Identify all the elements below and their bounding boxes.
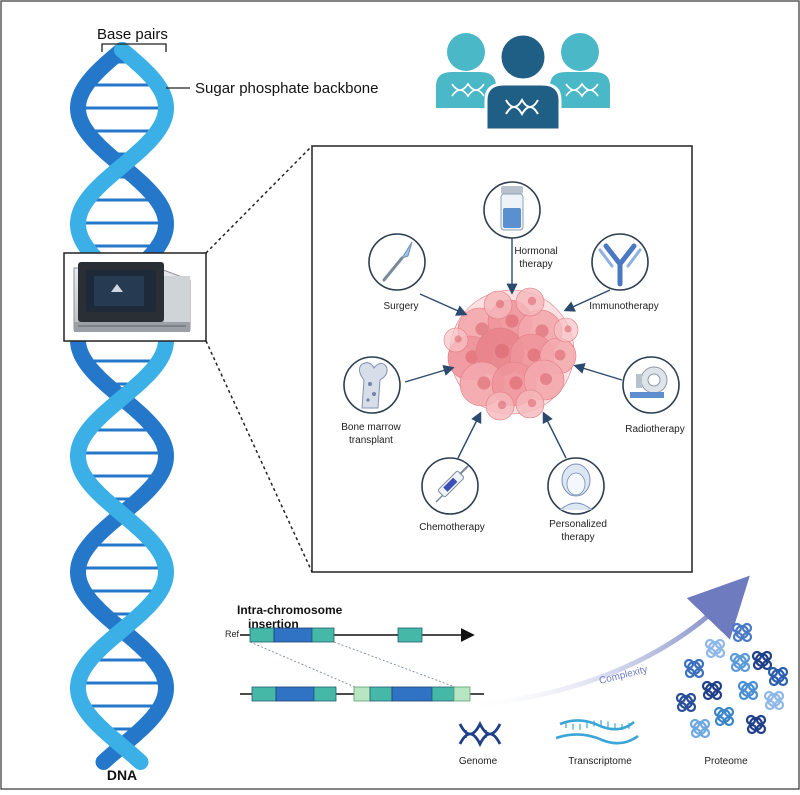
protein-loop: [685, 701, 697, 713]
radiotherapy-machine-icon: [622, 356, 680, 414]
tumor-cell-nucleus: [527, 296, 537, 306]
hormonal-therapy-label-line1: Hormonal: [514, 246, 557, 257]
protein-blob: [763, 690, 785, 711]
protein-blob: [729, 652, 751, 673]
protein-blob: [683, 658, 705, 679]
backbone-label: Sugar phosphate backbone: [195, 80, 378, 97]
tumor-cell-nucleus: [527, 398, 537, 408]
surgery-scalpel-icon: [368, 233, 426, 291]
protein-blob: [731, 622, 753, 643]
surgery-label: Surgery: [383, 301, 418, 312]
protein-blob: [751, 650, 773, 671]
protein-blob: [701, 680, 723, 701]
protein-loop: [699, 727, 711, 739]
tumor-cell-nucleus: [494, 343, 510, 359]
zoom-line-top: [205, 145, 313, 254]
protein-blob: [745, 714, 767, 735]
proteome-protein-cluster-icon: [675, 622, 789, 739]
protein-blob: [713, 706, 735, 727]
protein-loop: [739, 661, 751, 673]
protein-loop: [693, 667, 705, 679]
protein-loop: [747, 689, 759, 701]
tumor-cell-nucleus: [535, 324, 549, 338]
insertion-title-line1: Intra-chromosome: [237, 603, 343, 617]
protein-loop: [773, 699, 785, 711]
protein-blob: [767, 666, 789, 687]
immunotherapy-antibody-icon: [591, 233, 649, 291]
protein-loop: [741, 631, 753, 643]
protein-loop: [755, 723, 767, 735]
genome-dna-icon: [458, 720, 502, 748]
tumor-cell-nucleus: [527, 348, 541, 362]
protein-loop: [714, 647, 726, 659]
tumor-cell-nucleus: [505, 314, 519, 328]
protein-blob: [675, 692, 697, 713]
protein-blob: [704, 638, 726, 659]
complexity-arrow: [467, 575, 750, 709]
base-pairs-bracket: [101, 43, 167, 52]
treatment-arrows: [404, 238, 623, 459]
bone-marrow-transplant-icon: [343, 356, 401, 414]
base-pairs-label: Base pairs: [97, 26, 168, 43]
personalized-therapy-person-icon: [547, 457, 605, 515]
insertion-mapping-lines: [249, 641, 456, 688]
tumor-cluster: [443, 287, 579, 421]
insertion-title-line2: insertion: [248, 617, 299, 631]
immunotherapy-label: Immunotherapy: [589, 301, 658, 312]
tumor-cell-nucleus: [495, 299, 505, 309]
ref-label: Ref: [225, 629, 240, 639]
hormonal-therapy-vial-icon: [483, 181, 541, 239]
tumor-cell-nucleus: [564, 325, 572, 333]
hormonal-therapy-label-line2: therapy: [519, 259, 552, 270]
protein-loop: [711, 689, 723, 701]
personalized-therapy-label-line2: therapy: [561, 532, 594, 543]
bone-marrow-label-line1: Bone marrow: [341, 422, 401, 433]
tumor-cell-nucleus: [477, 376, 491, 390]
dna-label: DNA: [107, 767, 137, 783]
protein-loop: [777, 675, 789, 687]
dna-helix: [69, 42, 175, 770]
chemotherapy-syringe-icon: [421, 457, 479, 515]
reference-chromosome: [240, 627, 475, 643]
tumor-cell-nucleus: [540, 373, 552, 385]
tumor-cell-nucleus: [475, 322, 489, 336]
chemotherapy-label: Chemotherapy: [419, 522, 485, 533]
tumor-cell-nucleus: [554, 349, 566, 361]
transcriptome-rna-icon: [555, 719, 639, 745]
tumor-cell-nucleus: [465, 350, 479, 364]
protein-blob: [737, 680, 759, 701]
tumor-cell-nucleus: [509, 376, 523, 390]
proteome-label: Proteome: [704, 756, 748, 767]
protein-loop: [761, 659, 773, 671]
protein-blob: [689, 718, 711, 739]
transcriptome-label: Transcriptome: [568, 756, 632, 767]
personalized-therapy-label-line1: Personalized: [549, 519, 607, 530]
patient-group-icon: [436, 32, 610, 132]
tumor-cell-nucleus: [497, 400, 507, 410]
protein-loop: [723, 715, 735, 727]
sample-chromosome: [240, 686, 484, 702]
dna-strand-light: [69, 42, 175, 770]
tumor-cell-nucleus: [454, 335, 462, 343]
zoom-line-bottom: [205, 340, 313, 573]
sequencer-machine: [63, 252, 207, 342]
genome-label: Genome: [459, 756, 498, 767]
radiotherapy-label: Radiotherapy: [625, 424, 684, 435]
bone-marrow-label-line2: transplant: [349, 435, 393, 446]
